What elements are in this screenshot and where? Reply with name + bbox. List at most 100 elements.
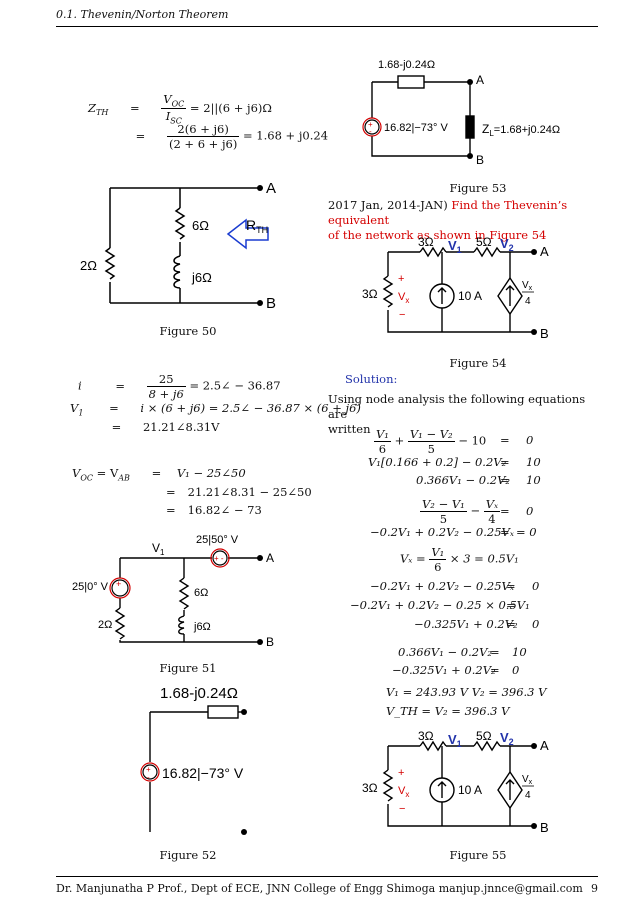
svg-text:+ -: + - — [214, 554, 224, 563]
fig55-plus: + — [398, 767, 404, 779]
fig53-node-b: B — [476, 153, 484, 167]
eq-node2-eq: = — [500, 504, 510, 518]
voc-eq-line1: VOC = VAB = V₁ − 25∠50 — [72, 466, 246, 483]
current-eq-line3: = 21.21∠8.31V — [111, 420, 220, 434]
fig51-r2: 6Ω — [194, 587, 208, 599]
zth-eq-line2: = 2(6 + j6)(2 + 6 + j6) = 1.68 + j0.24 — [135, 122, 329, 151]
fig55-dep-num-sub: x — [529, 779, 533, 786]
solution-intro: Using node analysis the following equati… — [328, 392, 586, 436]
problem-statement: 2017 Jan, 2014-JAN) Find the Thevenin’s … — [328, 198, 568, 242]
fig55-minus: − — [399, 803, 405, 815]
eq-line3-rhs: 10 — [526, 473, 541, 487]
eq-line7-eq: = — [506, 579, 516, 593]
figure-54-circuit: 3Ω 5Ω V1 V2 A B 3Ω + Vx − 10 A Vx 4 — [362, 235, 549, 341]
fig53-node-a: A — [476, 73, 484, 87]
eq-line3: 0.366V₁ − 0.2V₂ — [416, 473, 510, 487]
svg-text:V2: V2 — [500, 730, 514, 747]
fig51-src-top: 25|50° V — [196, 534, 239, 546]
fig55-r-left: 3Ω — [362, 781, 378, 795]
fig52-src: 16.82|−73° V — [162, 765, 244, 781]
voc-eq-line2: =21.21∠8.31 − 25∠50 — [166, 485, 312, 499]
fig53-zl-sub: L — [489, 129, 494, 138]
eq-line5: −0.2V₁ + 0.2V₂ − 0.25Vₓ — [370, 525, 514, 539]
fig54-dep-den: 4 — [525, 296, 531, 307]
fig53-src: 16.82|−73° V — [384, 122, 448, 134]
fig55-isrc: 10 A — [458, 783, 482, 797]
eq-line8-eq: = — [506, 598, 516, 612]
fig55-v1-sub: 1 — [457, 739, 462, 749]
figure-50-caption: Figure 50 — [159, 324, 217, 338]
eq-line2-rhs: 10 — [526, 455, 541, 469]
eq-result: V₁ = 243.93 V V₂ = 396.3 V — [386, 685, 547, 699]
fig54-minus: − — [399, 309, 405, 321]
fig54-vx: V — [398, 291, 406, 303]
footer-text: Dr. Manjunatha P Prof., Dept of ECE, JNN… — [56, 882, 583, 895]
svg-text:V1: V1 — [448, 238, 462, 255]
eq-line7: −0.2V₁ + 0.2V₂ − 0.25Vₓ — [370, 579, 514, 593]
fig55-v1: V — [448, 732, 457, 747]
eq-line9-eq: = — [506, 617, 516, 631]
fig54-v2: V — [500, 236, 509, 251]
fig52-z: 1.68-j0.24Ω — [160, 685, 238, 702]
eq-line10-rhs: 10 — [512, 645, 527, 659]
fig54-node-a: A — [540, 244, 549, 259]
figure-53-circuit: + - 1.68-j0.24Ω 16.82|−73° V A B ZL=1.68… — [362, 59, 560, 167]
eq-line11-rhs: 0 — [512, 663, 520, 677]
svg-text:+: + — [368, 120, 373, 129]
fig51-src-left: 25|0° V — [72, 581, 109, 593]
fig55-dep-den: 4 — [525, 790, 531, 801]
figure-51-caption: Figure 51 — [159, 661, 217, 675]
svg-text:Vx: Vx — [522, 280, 533, 292]
figure-52-caption: Figure 52 — [159, 848, 217, 862]
eq-line2-eq: = — [500, 455, 510, 469]
fig51-node-a: A — [266, 551, 274, 565]
svg-text:+: + — [116, 579, 121, 589]
svg-text:Vx: Vx — [522, 774, 533, 786]
fig51-v1-sub: 1 — [160, 548, 165, 557]
solution-heading: Solution: — [345, 372, 398, 386]
voc-eq-line3: =16.82∠ − 73 — [166, 503, 262, 517]
fig53-z: 1.68-j0.24Ω — [378, 59, 435, 71]
fig54-vx-sub: x — [405, 296, 409, 305]
fig51-r1: 2Ω — [98, 619, 112, 631]
fig54-v1: V — [448, 238, 457, 253]
eq-line11-eq: = — [490, 663, 500, 677]
svg-text:-: - — [147, 773, 150, 782]
fig54-plus: + — [398, 273, 404, 285]
eq-line8: −0.2V₁ + 0.2V₂ − 0.25 × 0.5V₁ — [350, 598, 530, 612]
fig55-v2-sub: 2 — [509, 737, 514, 747]
running-header: 0.1. Thevenin/Norton Theorem — [56, 8, 229, 21]
svg-text:ZL=1.68+j0.24Ω: ZL=1.68+j0.24Ω — [482, 122, 560, 138]
eq-line9-rhs: 0 — [532, 617, 540, 631]
fig54-node-b: B — [540, 326, 549, 341]
eq-line9: −0.325V₁ + 0.2V₂ — [414, 617, 518, 631]
figure-55-circuit: 3Ω 5Ω V1 V2 A B 3Ω + Vx − 10 A Vx 4 — [362, 729, 549, 835]
fig55-v2: V — [500, 730, 509, 745]
fig50-r2: 6Ω — [192, 218, 209, 233]
svg-text:-: - — [369, 127, 372, 136]
figure-55-caption: Figure 55 — [449, 848, 507, 862]
fig51-node-b: B — [266, 635, 274, 649]
fig55-node-b: B — [540, 820, 549, 835]
fig50-l1: j6Ω — [191, 270, 212, 285]
header-rule — [56, 26, 598, 27]
fig50-rth-sub: TH — [256, 225, 268, 235]
figure-50-circuit: A B 2Ω 6Ω j6Ω RTH — [80, 180, 276, 312]
fig55-r-top1: 3Ω — [418, 729, 434, 743]
figure-52-circuit: + - 1.68-j0.24Ω 16.82|−73° V — [140, 685, 247, 835]
fig55-node-a: A — [540, 738, 549, 753]
eq-line2: V₁[0.166 + 0.2] − 0.2V₂ — [368, 455, 507, 469]
svg-text:RTH: RTH — [246, 217, 268, 235]
eq-node2-rhs: 0 — [526, 504, 534, 518]
footer-rule — [56, 876, 598, 877]
eq-line5-rhs: = 0 — [516, 525, 537, 539]
fig50-node-a: A — [266, 180, 276, 197]
eq-vth: V_TH = V₂ = 396.3 V — [386, 704, 510, 718]
fig55-vx: V — [398, 785, 406, 797]
svg-text:Vx: Vx — [398, 291, 409, 305]
fig55-r-top2: 5Ω — [476, 729, 492, 743]
